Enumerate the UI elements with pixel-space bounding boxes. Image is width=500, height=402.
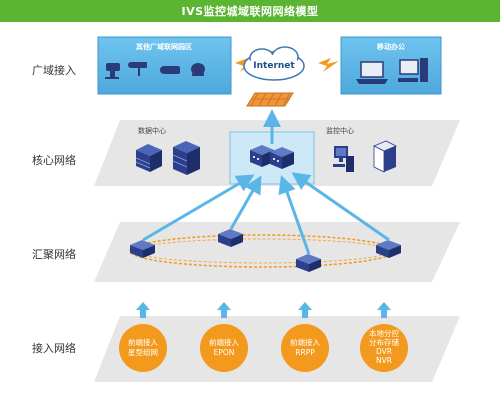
access-node-local-line1: 本地分控: [369, 328, 399, 338]
aggregation-switch-icon: [296, 254, 321, 272]
laptop-icon: [356, 61, 388, 84]
aggregation-switch-icon: [130, 240, 155, 258]
access-uplink-arrow: [136, 302, 150, 318]
access-node-local: [360, 324, 408, 372]
access-node-rrpp-line1: 前端接入: [290, 337, 320, 347]
internet-label: Internet: [253, 61, 295, 71]
server-rack-icon: [135, 144, 162, 172]
camera-icon: [160, 66, 180, 74]
access-node-local-line3: DVR: [376, 347, 392, 356]
access-uplink-arrow: [217, 302, 231, 318]
access-node-star: [119, 324, 167, 372]
lightning-icon: [318, 58, 339, 72]
access-node-local-line2: 分布存储: [369, 337, 399, 347]
wan-box-campus-title: 其他广域联网园区: [136, 42, 192, 51]
wan-box-campus: [97, 36, 232, 95]
uplink-arrow: [278, 175, 311, 255]
uplink-arrow: [142, 174, 255, 242]
layer-label-aggregation: 汇聚网络: [32, 248, 76, 261]
access-node-star-line2: 星型组网: [128, 347, 158, 357]
diagram-title: IVS监控城域联网网络模型: [0, 0, 500, 22]
layer-label-wan: 广域接入: [32, 64, 76, 77]
camera-icon: [191, 63, 205, 76]
camera-icon: [105, 63, 120, 79]
access-uplink-arrow: [377, 302, 391, 318]
uplink-arrow: [291, 172, 390, 242]
access-node-epon-line1: 前端接入: [209, 337, 239, 347]
server-rack-icon: [172, 141, 200, 175]
access-node-local-line4: NVR: [376, 356, 392, 365]
wan-box-mobile-title: 移动办公: [377, 42, 405, 51]
aggregation-switch-icon: [376, 240, 401, 258]
core-switch-icon: [270, 147, 294, 169]
layer-label-access: 接入网络: [32, 342, 76, 355]
uplink-arrow: [229, 175, 262, 230]
aggregation-switch-icon: [218, 229, 243, 247]
access-node-rrpp: [281, 324, 329, 372]
access-node-star-line1: 前端接入: [128, 337, 158, 347]
access-node-rrpp-line2: RRPP: [295, 348, 315, 357]
access-node-epon-line2: EPON: [214, 348, 235, 357]
firewall-icon: [246, 92, 294, 107]
workstation-icon: [333, 146, 354, 172]
storage-server-icon: [373, 140, 397, 173]
camera-icon: [128, 62, 147, 76]
desktop-icon: [398, 58, 428, 82]
datacenter-label: 数据中心: [138, 126, 166, 135]
access-node-epon: [200, 324, 248, 372]
monitor-center-label: 监控中心: [326, 126, 354, 135]
internet-cloud-icon: [243, 46, 305, 81]
layer-label-core: 核心网络: [32, 154, 76, 167]
aggregation-network-panel: [94, 222, 460, 282]
access-uplink-arrow: [298, 302, 312, 318]
